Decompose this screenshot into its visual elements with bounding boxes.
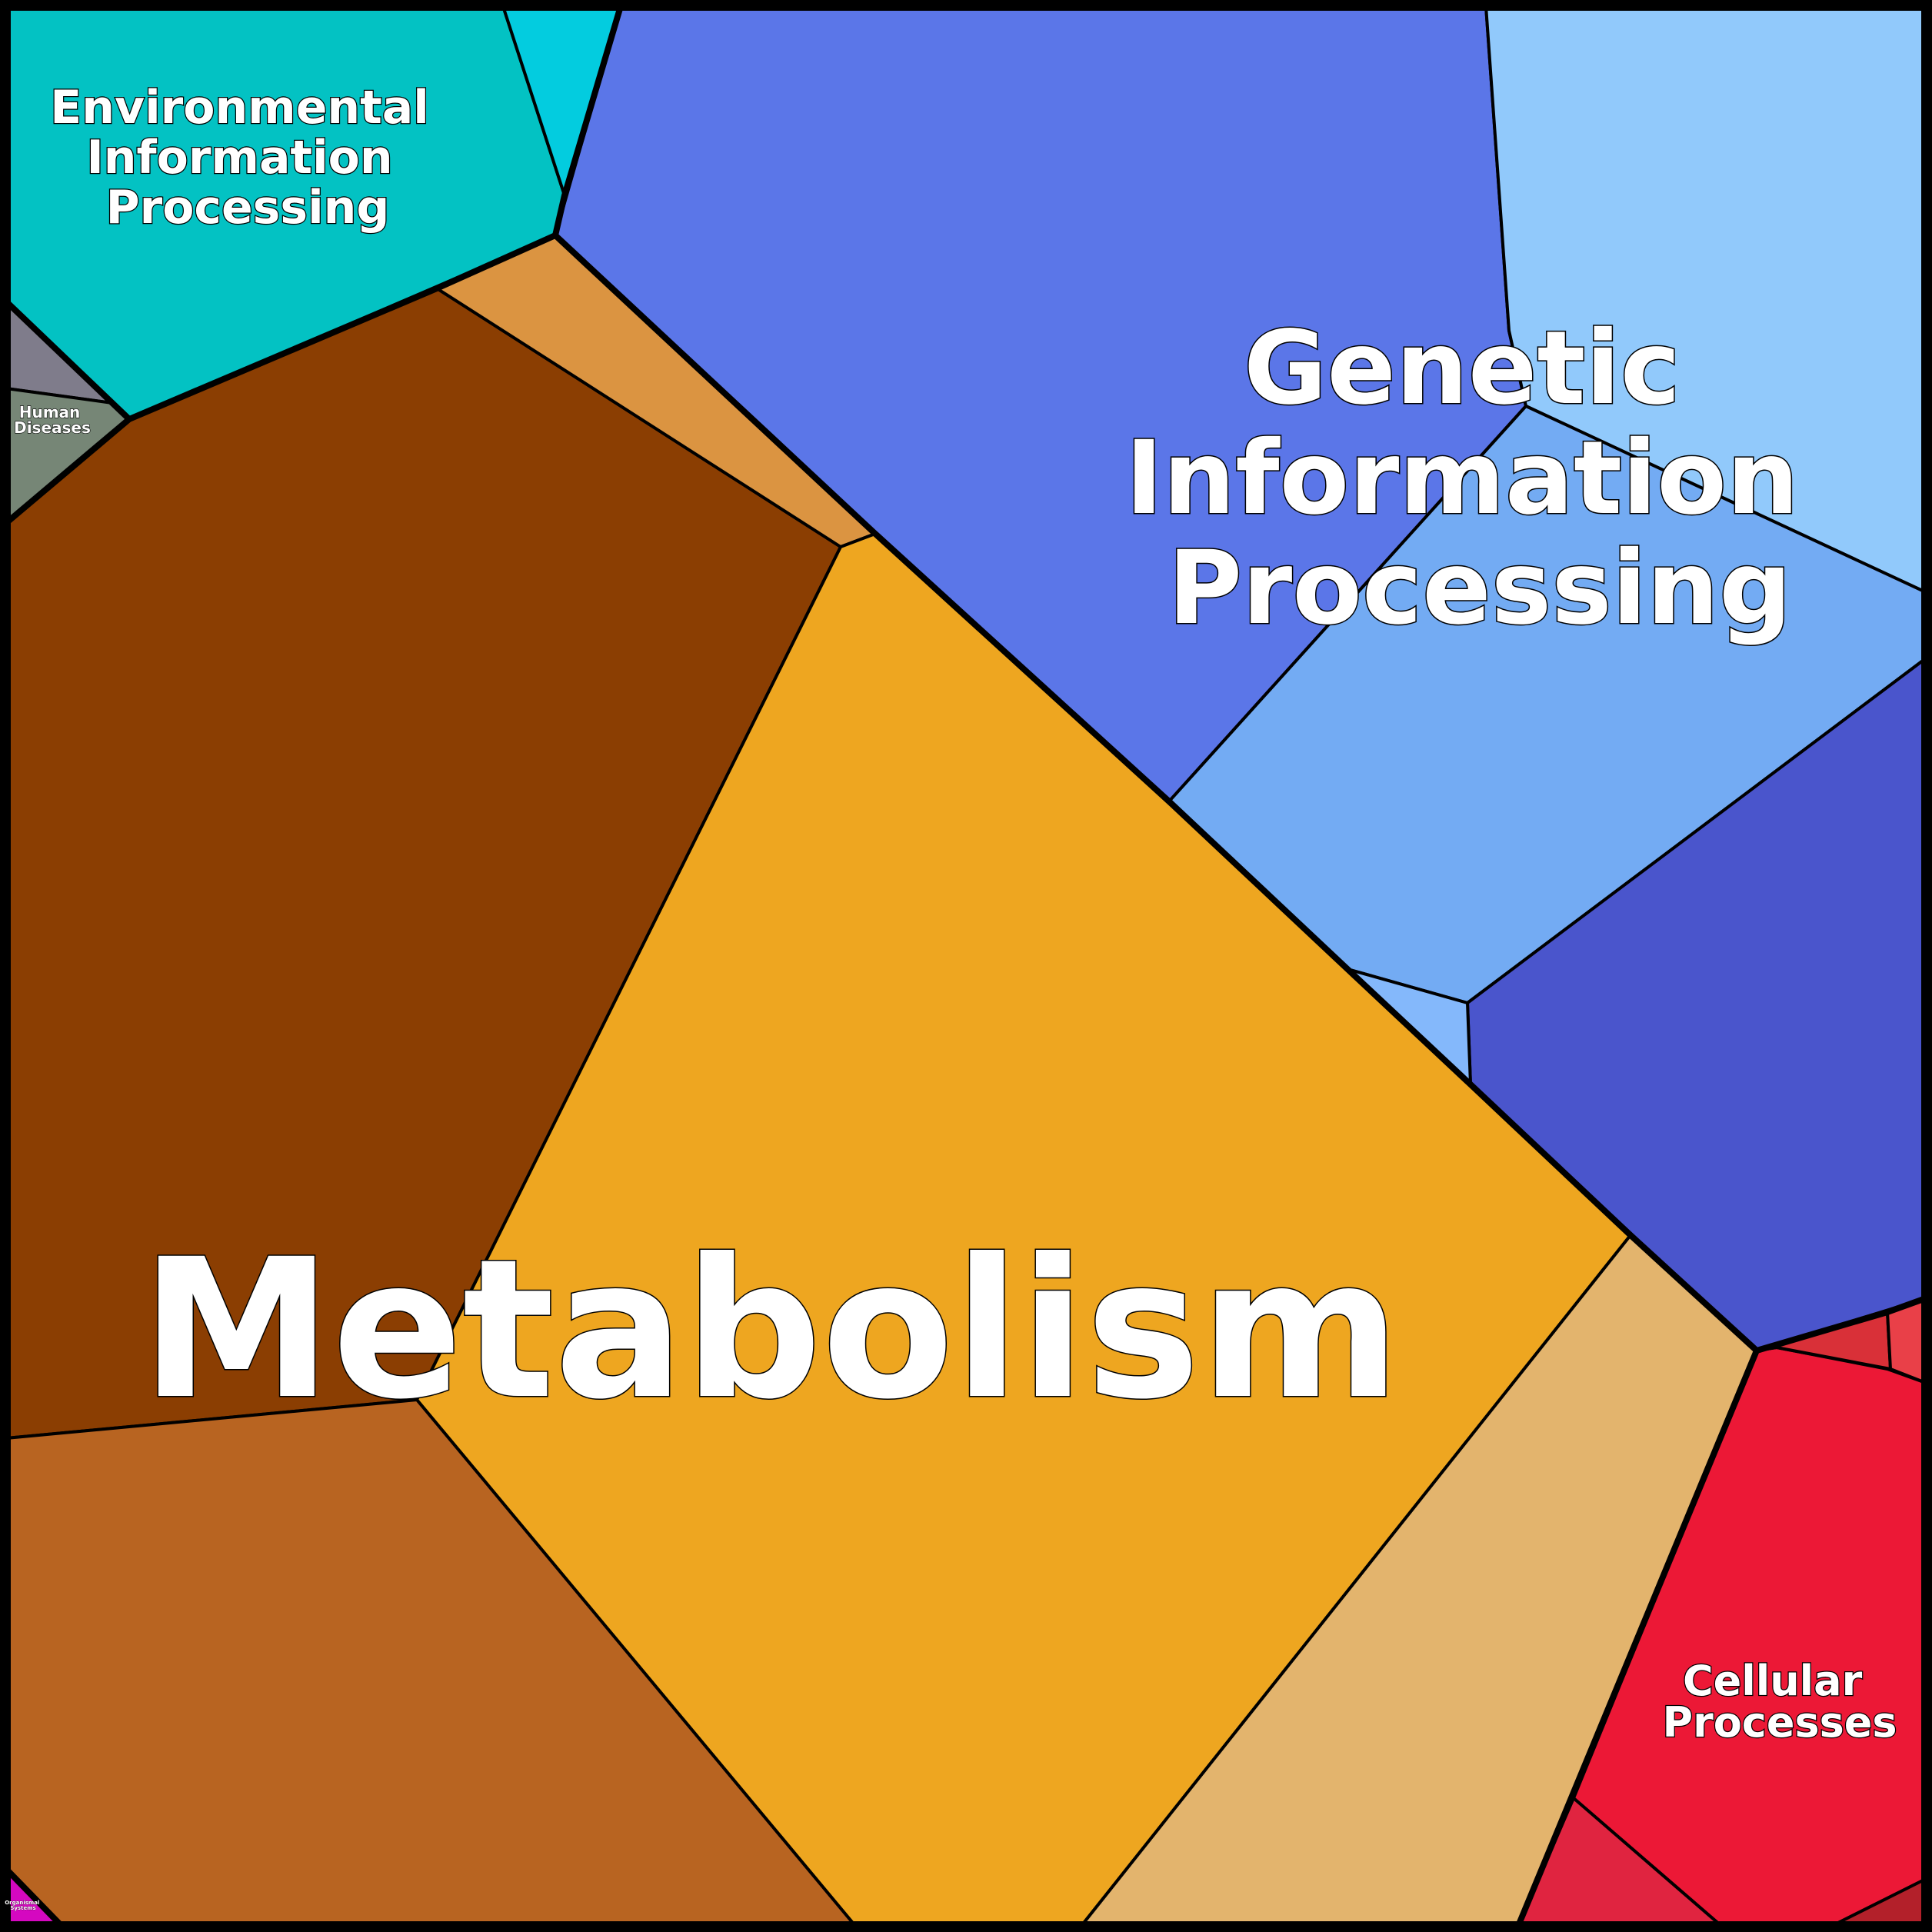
label-organismal-line-1: Organismal <box>5 1900 39 1906</box>
label-genetic-line-1: Genetic <box>1244 309 1681 428</box>
label-genetic: Genetic Information Processing <box>1125 309 1834 648</box>
border-organismal <box>3 1866 65 1929</box>
border-human-diseases <box>3 298 132 526</box>
label-genetic-line-3: Processing <box>1168 529 1791 648</box>
label-human-diseases-line-2: Diseases <box>14 418 91 437</box>
label-cellular-line-1: Cellular <box>1683 1657 1863 1705</box>
border-genetic-cellular <box>1754 1295 1929 1354</box>
label-environmental-line-2: Information <box>86 131 392 185</box>
label-environmental: Environmental Information Processing <box>50 81 445 235</box>
border-metabolism-genetic <box>552 232 1760 1354</box>
label-human-diseases-line-1: Human <box>19 403 81 421</box>
label-human-diseases: Human Diseases <box>14 403 91 437</box>
label-genetic-line-2: Information <box>1125 419 1799 538</box>
label-organismal: Organismal Systems <box>5 1900 42 1911</box>
border-metabolism-cellular <box>1515 1347 1760 1929</box>
label-cellular: Cellular Processes <box>1663 1657 1897 1747</box>
label-metabolism-line-1: Metabolism <box>141 1217 1401 1441</box>
label-environmental-line-1: Environmental <box>50 81 429 135</box>
label-cellular-line-2: Processes <box>1663 1698 1897 1747</box>
label-organismal-line-2: Systems <box>10 1905 35 1911</box>
label-metabolism: Metabolism <box>141 1217 1401 1441</box>
border-environmental-metabolism <box>126 232 558 422</box>
border-environmental-genetic <box>552 3 624 238</box>
group-borders <box>3 3 1929 1929</box>
label-environmental-line-3: Processing <box>106 181 390 235</box>
